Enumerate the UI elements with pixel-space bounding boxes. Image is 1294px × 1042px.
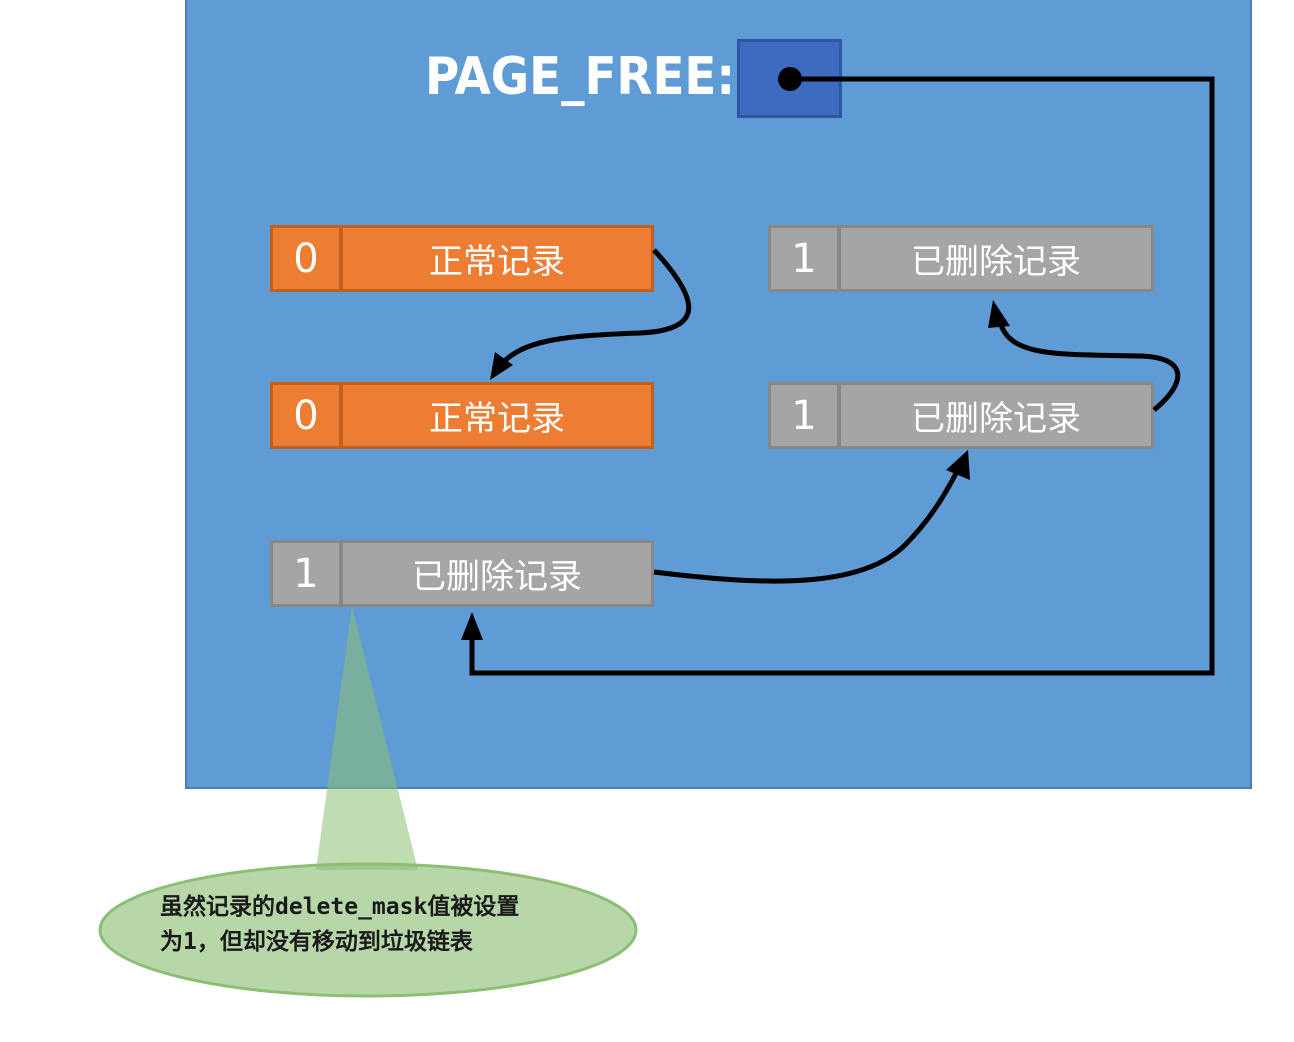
record-normal-1: 0 正常记录	[270, 225, 654, 292]
record-label: 已删除记录	[911, 399, 1081, 439]
callout-line-2: 为1，但却没有移动到垃圾链表	[160, 929, 473, 955]
record-label: 正常记录	[429, 399, 565, 439]
callout-line-1: 虽然记录的delete_mask值被设置	[160, 894, 520, 920]
record-flag: 1	[771, 228, 841, 289]
record-flag: 1	[771, 385, 841, 446]
callout-text: 虽然记录的delete_mask值被设置 为1，但却没有移动到垃圾链表	[160, 890, 600, 960]
record-label: 正常记录	[429, 242, 565, 282]
record-label: 已删除记录	[412, 557, 582, 597]
record-normal-2: 0 正常记录	[270, 382, 654, 449]
record-deleted-middle-right: 1 已删除记录	[768, 382, 1154, 449]
page-free-pointer-box	[737, 39, 842, 118]
page-free-label: PAGE_FREE:	[425, 47, 736, 107]
record-deleted-top-right: 1 已删除记录	[768, 225, 1154, 292]
record-flag: 1	[273, 543, 343, 604]
record-flag: 0	[273, 228, 343, 289]
record-label: 已删除记录	[911, 242, 1081, 282]
record-deleted-bottom-left: 1 已删除记录	[270, 540, 654, 607]
record-flag: 0	[273, 385, 343, 446]
